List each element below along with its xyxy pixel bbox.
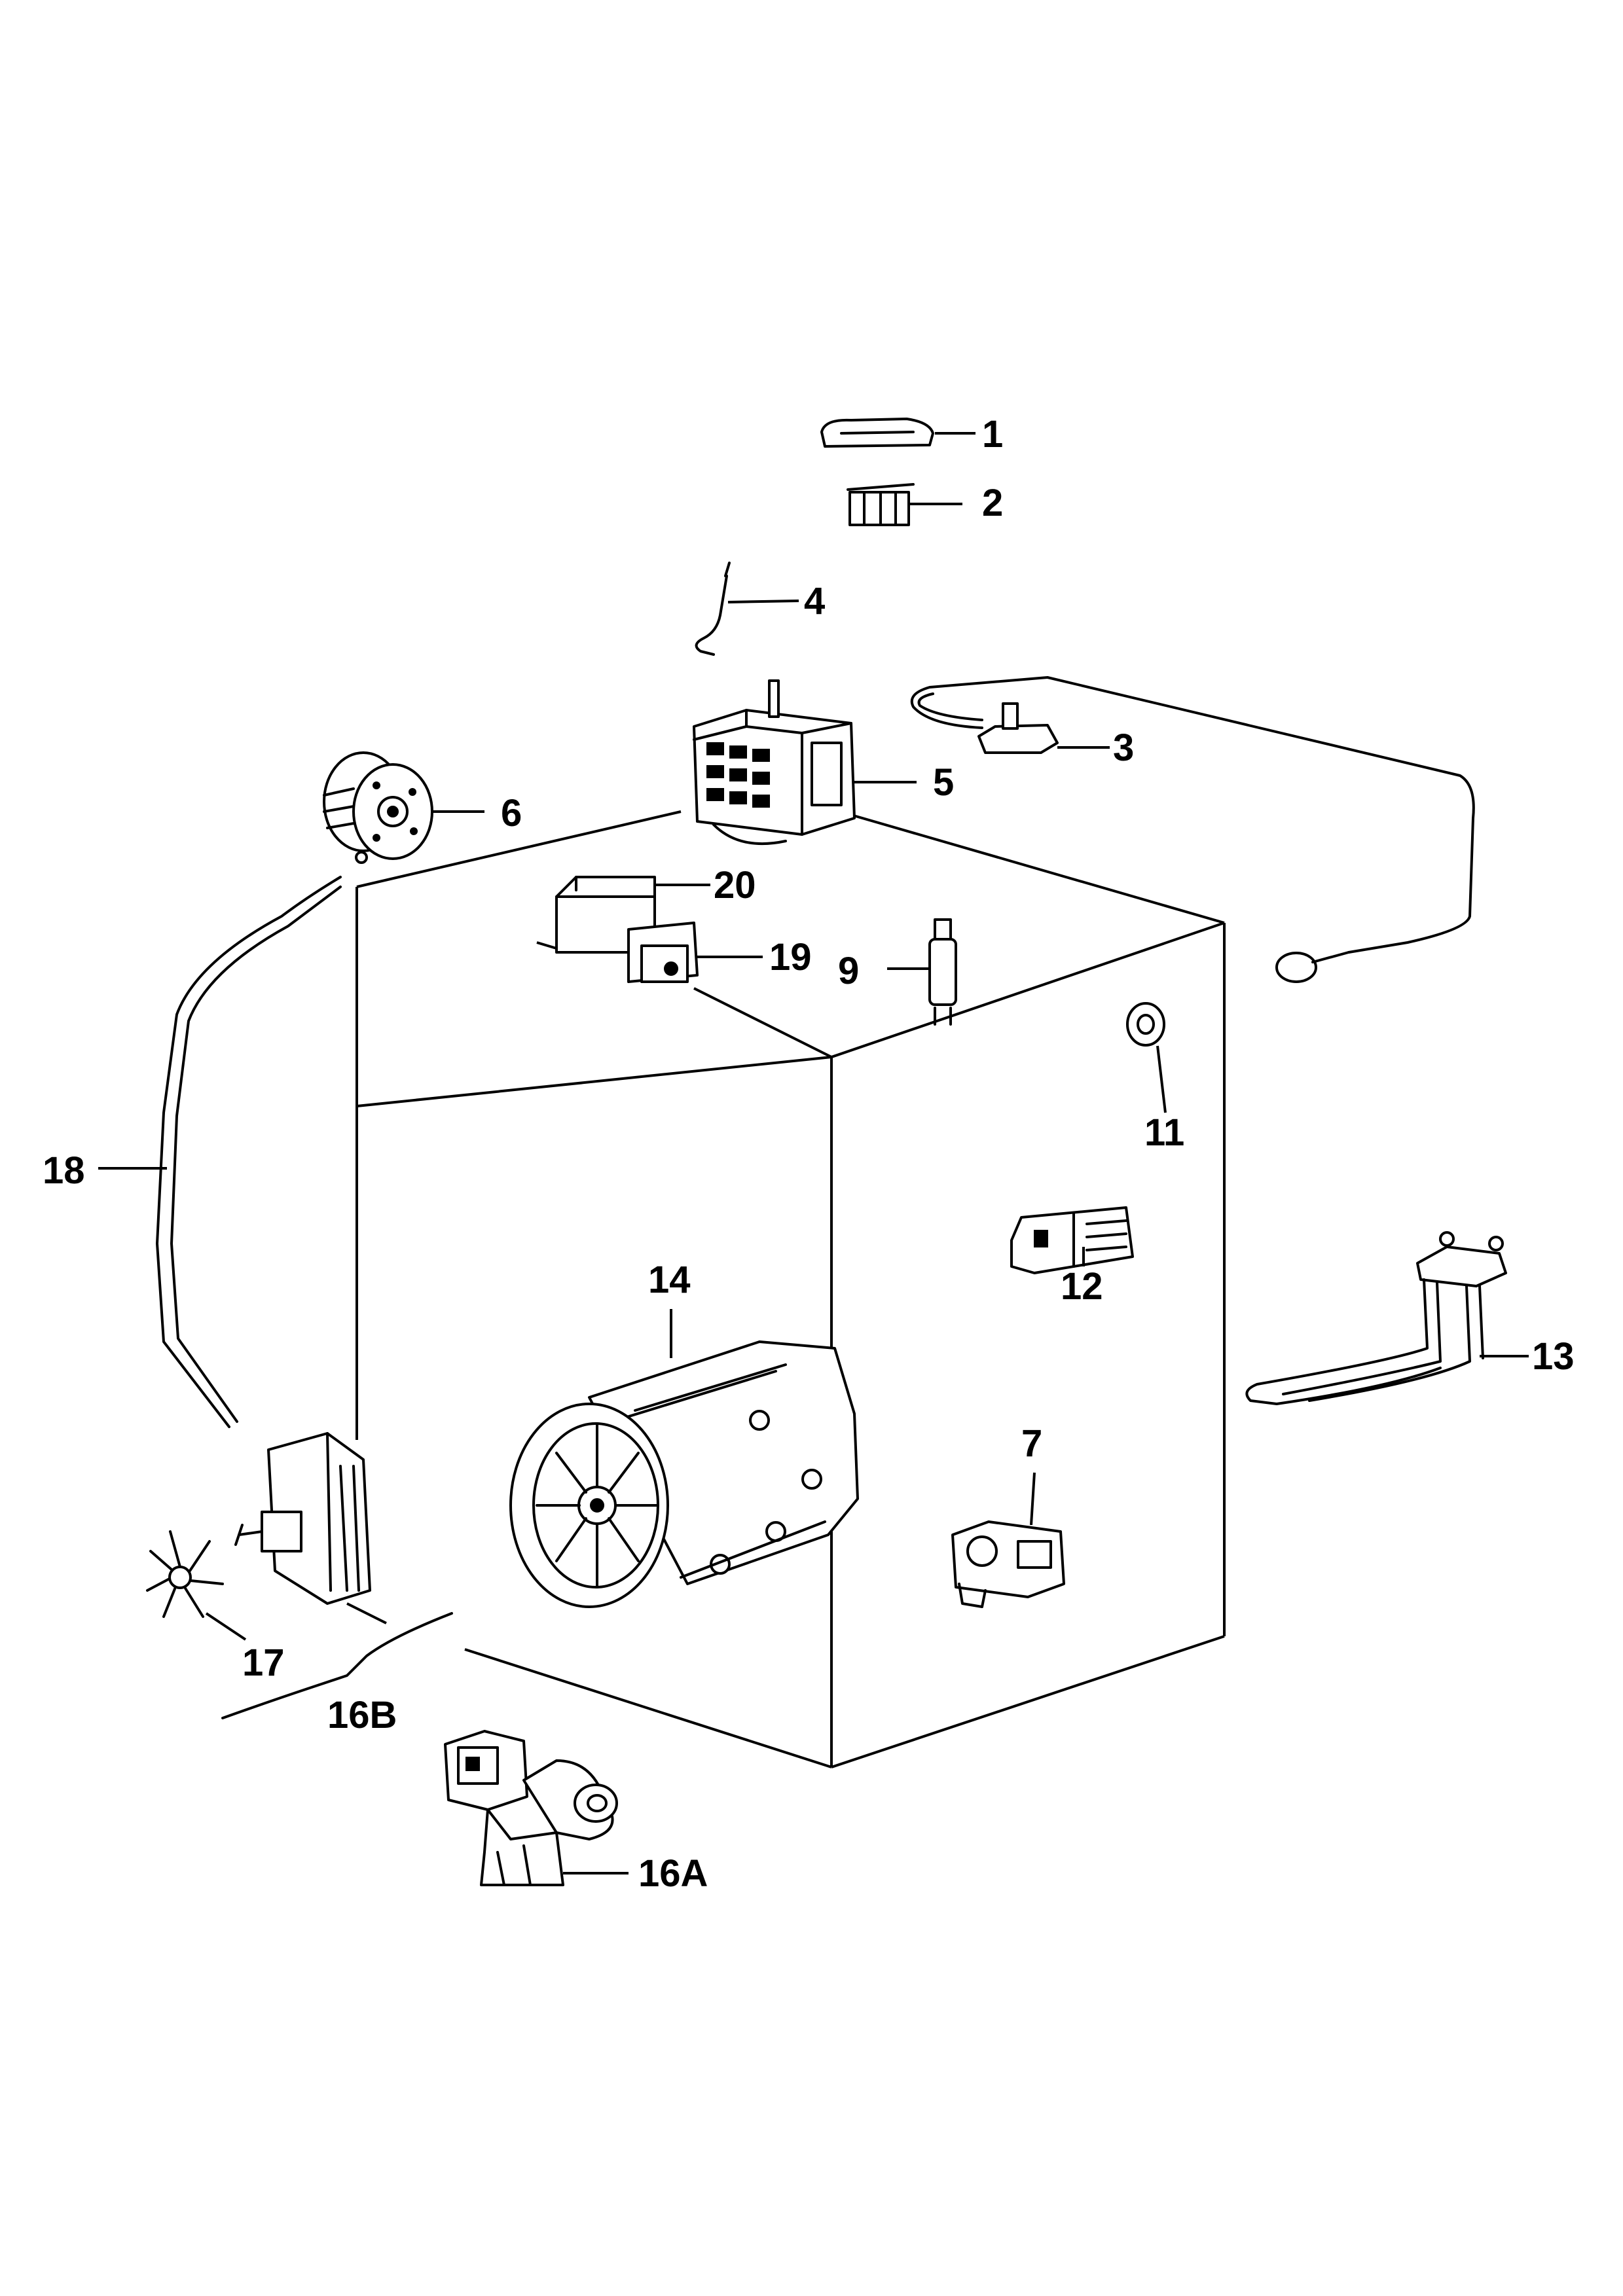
part-9-icon: 9: [838, 918, 957, 1026]
part-14-icon: 14: [509, 1259, 859, 1608]
part-19-icon: 19: [627, 922, 812, 983]
label-18: 18: [43, 1149, 85, 1192]
label-12: 12: [1061, 1265, 1103, 1308]
label-14: 14: [648, 1259, 691, 1301]
part-4-icon: 4: [695, 562, 825, 656]
part-5-icon: 5: [693, 679, 954, 846]
part-6-icon: 6: [323, 751, 522, 864]
part-16b-icon: 16B: [221, 1432, 453, 1736]
part-13-icon: 13: [1245, 1231, 1575, 1405]
label-6: 6: [501, 792, 522, 834]
label-3: 3: [1113, 726, 1134, 769]
label-19: 19: [769, 936, 812, 978]
label-2: 2: [982, 482, 1003, 524]
part-7-icon: 7: [951, 1422, 1065, 1608]
part-11-icon: 11: [1126, 1002, 1184, 1154]
label-13: 13: [1532, 1335, 1575, 1378]
label-1: 1: [982, 413, 1003, 456]
part-1-icon: 1: [820, 413, 1003, 456]
label-17: 17: [242, 1641, 285, 1684]
label-4: 4: [804, 580, 825, 622]
part-16a-icon: 16A: [444, 1730, 708, 1895]
cabinet-outline: [356, 810, 1226, 1768]
label-7: 7: [1021, 1422, 1042, 1465]
part-17-icon: 17: [146, 1530, 285, 1684]
label-16a: 16A: [638, 1852, 708, 1895]
label-11: 11: [1144, 1111, 1184, 1154]
label-16b: 16B: [327, 1694, 397, 1736]
label-9: 9: [838, 950, 859, 992]
part-18-icon: 18: [43, 876, 342, 1428]
label-5: 5: [933, 761, 954, 804]
part-3-icon: 3: [910, 676, 1475, 983]
label-20: 20: [714, 864, 756, 906]
part-12-icon: 12: [1010, 1206, 1134, 1308]
part-2-icon: 2: [847, 482, 1003, 526]
